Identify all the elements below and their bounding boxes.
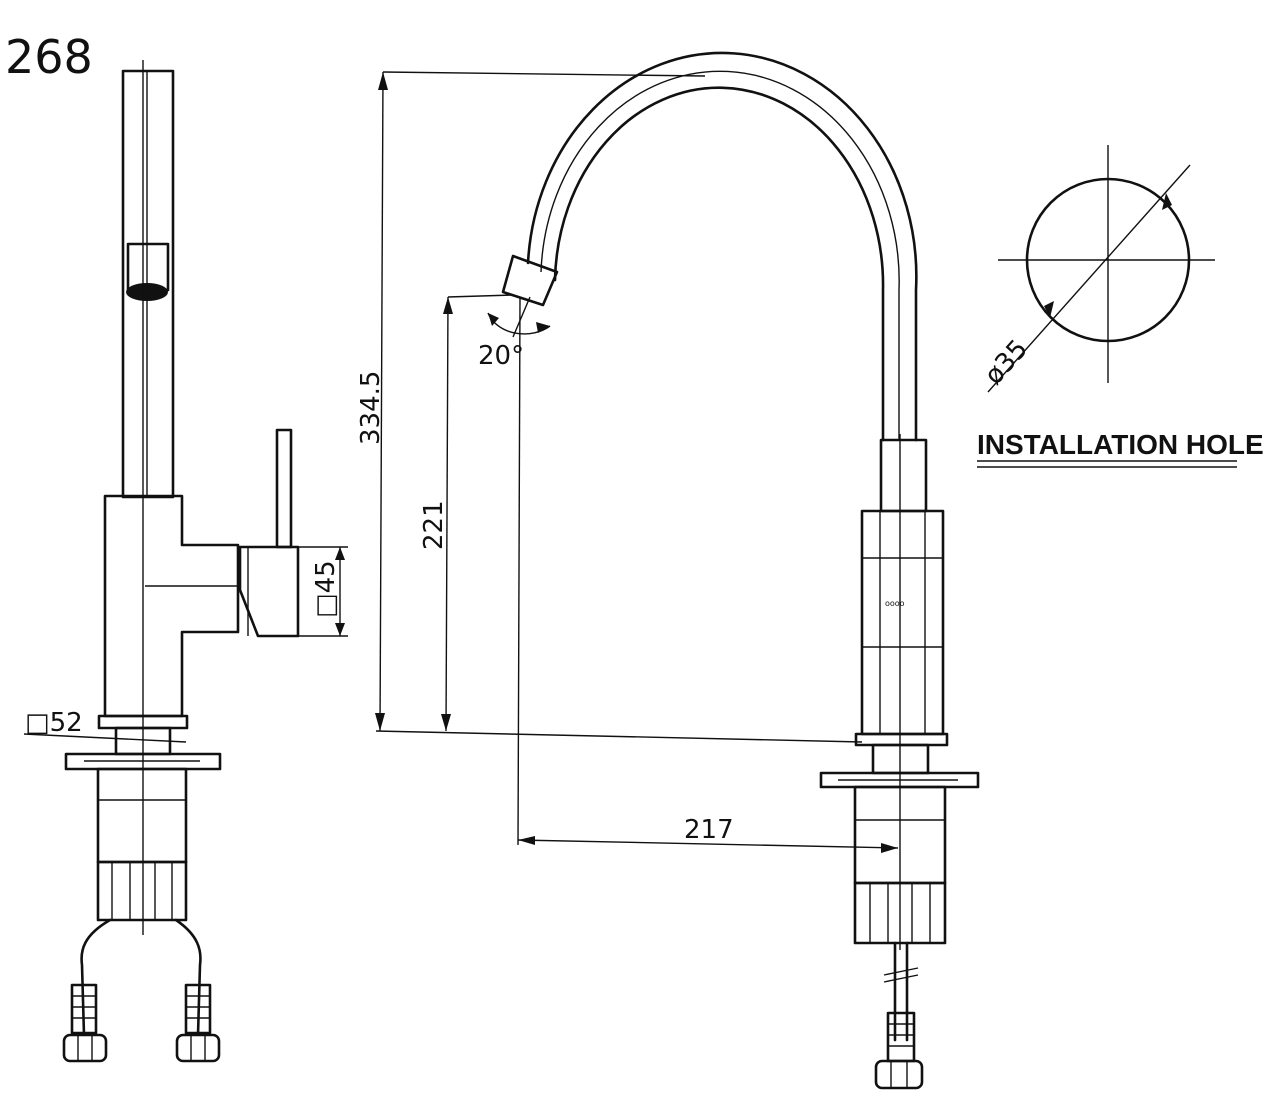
installation-hole-view: ø35 INSTALLATION HOLE: [977, 145, 1264, 468]
base-square-dim-label: □52: [25, 708, 83, 738]
side-nozzle-ring: [126, 283, 168, 301]
side-hose-left: [80, 918, 112, 1037]
total-height-dim-label: 334.5: [356, 371, 386, 445]
front-body: [860, 509, 945, 736]
body-square-dim-label: □45: [311, 560, 341, 618]
model-code: 268: [5, 30, 93, 84]
side-hose-fitting-right: [175, 983, 221, 1063]
installation-hole-title: INSTALLATION HOLE: [977, 429, 1264, 460]
side-lever-handle: [275, 428, 293, 549]
spout-height-dim-label: 221: [419, 500, 449, 550]
side-hose-right: [174, 918, 202, 1037]
side-hose-fitting-left: [62, 983, 108, 1063]
side-lever-block: [238, 545, 300, 638]
side-body: [103, 494, 240, 718]
front-hose-fitting: [874, 1011, 924, 1090]
front-body-upper: [879, 438, 928, 513]
front-view: oooo 334.5: [356, 51, 980, 1090]
front-spout-arch-outer: [526, 51, 918, 442]
front-spout-tip: [501, 254, 559, 307]
hole-diameter-label: ø35: [979, 334, 1034, 390]
reach-dim-label: 217: [684, 815, 734, 845]
side-shank: [96, 767, 188, 864]
spout-angle-label: 20°: [478, 341, 524, 371]
front-spout-arch-inner: [553, 86, 885, 442]
side-view: □45 □52: [23, 60, 348, 1063]
svg-text:oooo: oooo: [885, 599, 905, 608]
